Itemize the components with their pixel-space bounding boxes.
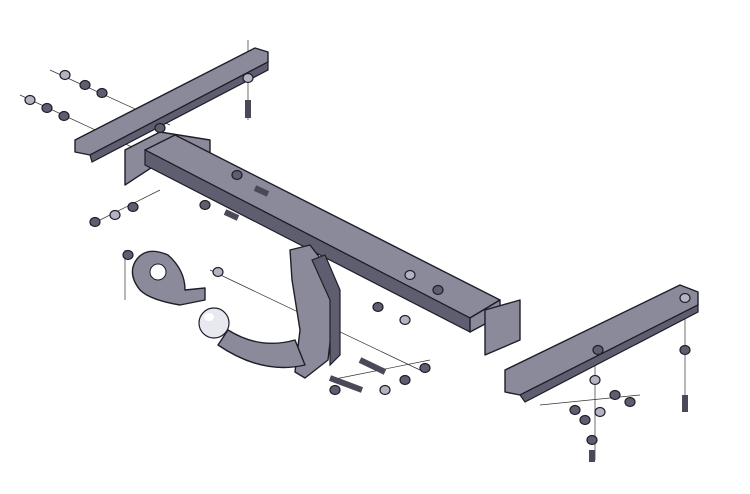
bolt-icon: [253, 185, 270, 197]
nut-icon: [231, 169, 243, 181]
nut-icon: [679, 344, 691, 356]
axis-line: [89, 189, 161, 226]
nut-icon: [154, 122, 166, 134]
nut-icon: [41, 102, 53, 114]
bolt-icon: [358, 357, 387, 375]
washer-icon: [399, 314, 411, 326]
nut-icon: [609, 389, 621, 401]
left-side-bracket: [74, 47, 269, 163]
washer-icon: [589, 374, 601, 386]
fasteners: [24, 69, 691, 462]
nut-icon: [419, 362, 431, 374]
electrical-socket-plate: [131, 250, 206, 306]
nut-icon: [58, 110, 70, 122]
washer-icon: [379, 384, 391, 396]
nut-icon: [586, 434, 598, 446]
nut-icon: [79, 79, 91, 91]
nut-icon: [122, 249, 134, 261]
washer-icon: [594, 406, 606, 418]
nut-icon: [329, 384, 341, 396]
nut-icon: [127, 201, 139, 213]
nut-icon: [432, 284, 444, 296]
nut-icon: [89, 216, 101, 228]
nut-icon: [372, 301, 384, 313]
washer-icon: [242, 72, 254, 84]
tow-ball: [198, 307, 230, 339]
bolt-icon: [328, 375, 364, 393]
towball-neck: [217, 244, 341, 379]
washer-icon: [404, 269, 416, 281]
washer-icon: [212, 266, 224, 278]
nut-icon: [96, 87, 108, 99]
nut-icon: [399, 374, 411, 386]
nut-icon: [624, 396, 636, 408]
nut-icon: [579, 414, 591, 426]
washer-icon: [679, 292, 691, 304]
washer-icon: [109, 209, 121, 221]
nut-icon: [569, 404, 581, 416]
nut-icon: [199, 199, 211, 211]
nut-icon: [592, 344, 604, 356]
right-side-bracket: [504, 284, 699, 403]
axis-line: [539, 394, 641, 406]
bolt-icon: [223, 209, 240, 221]
washer-icon: [59, 69, 71, 81]
washer-icon: [24, 94, 36, 106]
